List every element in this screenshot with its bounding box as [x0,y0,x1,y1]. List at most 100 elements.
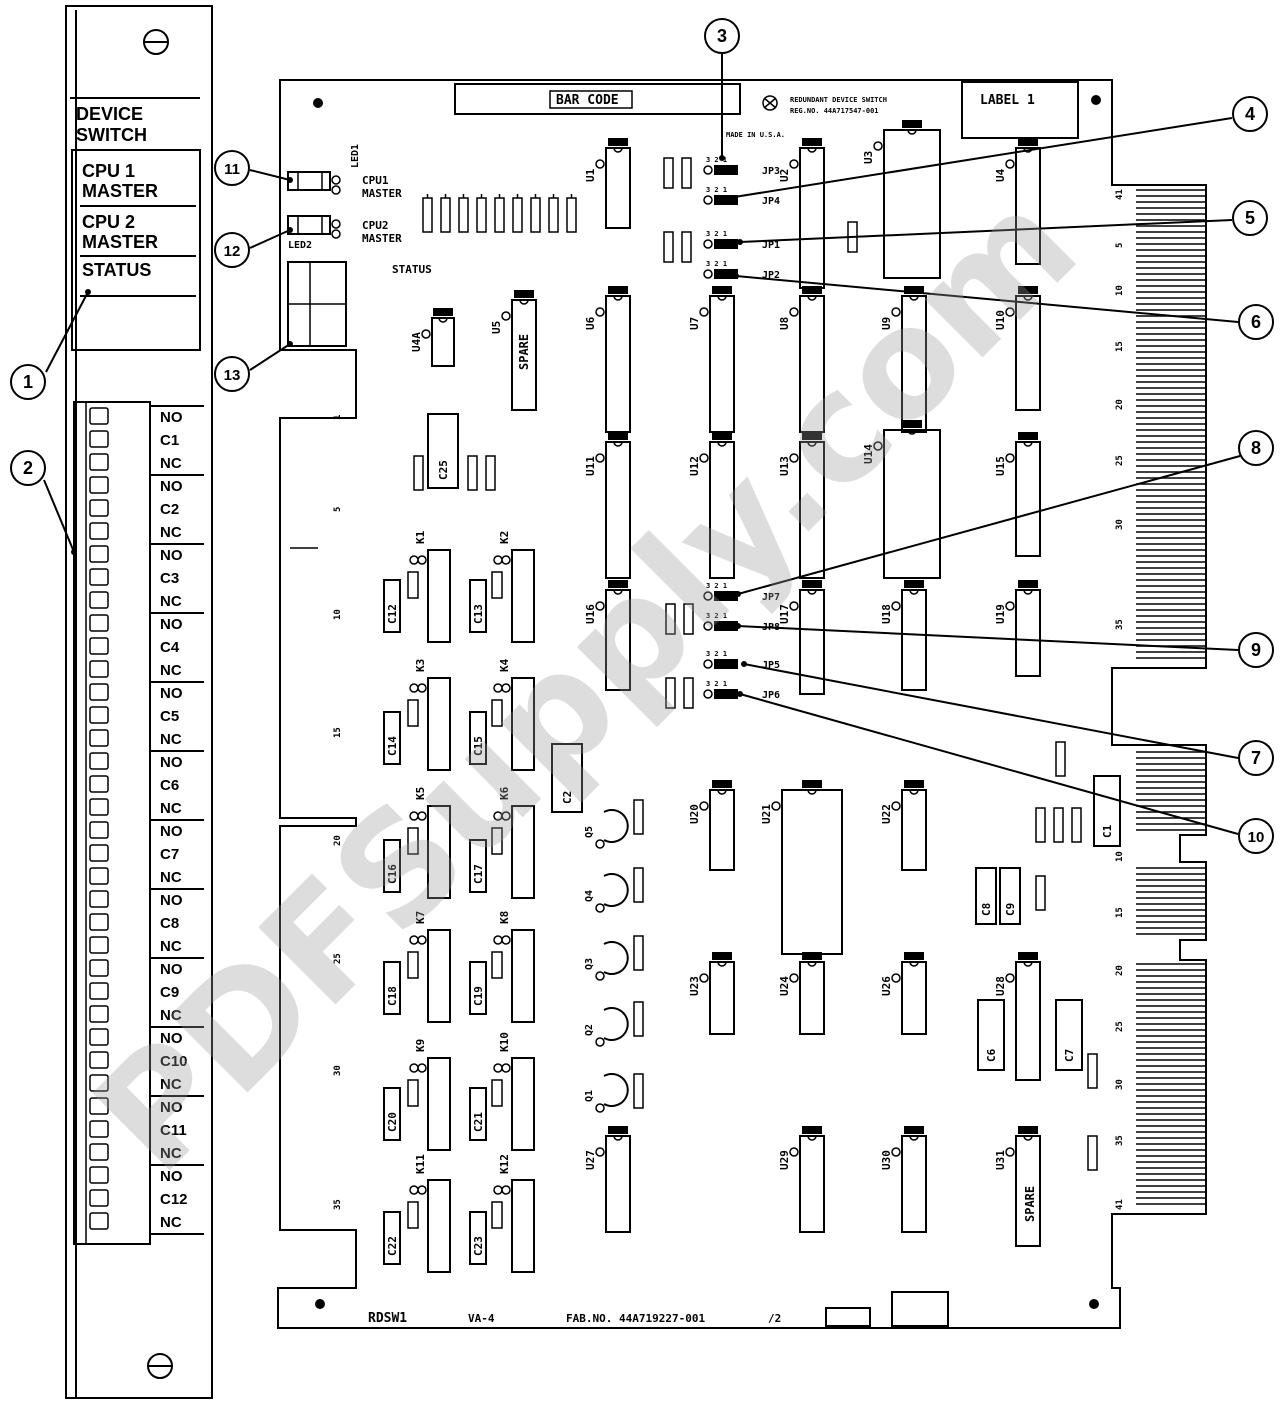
board-fab-no: FAB.NO. 44A719227-001 [566,1312,705,1325]
ic-chip-u27: U27 [584,1126,631,1233]
relay-label: K12 [498,1154,511,1174]
ic-chip-label: U1 [584,168,597,182]
transistor-label: Q1 [584,1090,595,1102]
edge-number: 35 [1115,619,1125,630]
capacitor-c25: C25 [427,413,459,489]
ic-chip-label: U20 [688,804,701,824]
edge-number: 5 [1115,243,1125,248]
ic-chip-u1: U1 [584,138,631,229]
callout-10: 10 [737,691,1274,854]
resistor [633,799,644,835]
ic-chip-u6: U6 [584,286,631,433]
mount-hole-icon [315,1299,325,1309]
terminal-label: NC [160,593,182,610]
callout-12: 12 [214,227,293,268]
jumper-label: JP2 [762,270,780,281]
led1-label: LED1 [350,144,361,168]
edge-number: 25 [1115,455,1125,466]
terminal-label: NO [160,547,183,564]
edge-number: 30 [1115,1079,1125,1090]
capacitor-c9: C9 [999,867,1021,925]
relay-label: K1 [414,530,427,544]
capacitor-label: C18 [386,986,399,1006]
resistor [681,157,692,189]
ic-chip-u15: U15 [994,432,1041,557]
transistor-label: Q5 [584,826,595,838]
terminal-screw [89,890,109,908]
terminal-screw [89,982,109,1000]
cpu1-master-label: MASTER [362,187,402,200]
terminal-label: C5 [160,708,179,725]
resistor [681,231,692,263]
resistor [413,455,424,491]
ic-chip-u11: U11 [584,432,631,579]
terminal-label: NO [160,478,183,495]
resistor [566,197,577,233]
callout-9: 9 [735,623,1274,668]
capacitor-c13: C13 [469,579,487,633]
edge-number: 30 [333,1065,343,1076]
jumper-label: JP7 [762,592,780,603]
capacitor-c7: C7 [1055,999,1083,1071]
transistor-q5: Q5 [584,809,629,849]
terminal-label: NC [160,1145,182,1162]
resistor [633,935,644,971]
terminal-screw [89,1120,109,1138]
label-1: LABEL 1 [980,93,1035,108]
relay-label: K5 [414,787,427,800]
relay-label: K11 [414,1154,427,1174]
ic-chip-u24: U24 [778,952,825,1035]
resistor [663,231,674,263]
ic-chip-label: U30 [880,1150,893,1170]
relay-label: K6 [498,786,511,800]
resistor [476,197,487,233]
ic-chip-u29: U29 [778,1126,825,1233]
relay-k1: K1 [407,530,451,643]
terminal-label: NO [160,961,183,978]
terminal-label: NO [160,823,183,840]
resistor [633,1073,644,1109]
ic-chip-u20: U20 [688,780,735,871]
ic-chip-u7: U7 [688,286,735,433]
edge-number: 20 [1115,399,1125,410]
terminal-screw [89,936,109,954]
capacitor-label: C25 [437,460,450,480]
terminal-label: NC [160,938,182,955]
terminal-screw [89,913,109,931]
terminal-screw [89,1074,109,1092]
terminal-label: C3 [160,570,179,587]
board-sheet: /2 [768,1312,781,1325]
ic-chip-label: U6 [584,316,597,330]
capacitor-c22: C22 [383,1211,401,1265]
ic-chip-label: U23 [688,976,701,996]
panel-heading-switch: SWITCH [76,125,147,145]
ic-chip-label: U17 [778,604,791,624]
terminal-screw [89,476,109,494]
callout-number: 9 [1251,640,1261,660]
jumper-pin-marking: 3 2 1 [706,582,727,590]
terminal-screw [89,1051,109,1069]
callout-13: 13 [214,341,293,392]
terminal-label: NC [160,455,182,472]
terminal-label: C12 [160,1191,188,1208]
edge-number: 25 [1115,1021,1125,1032]
capacitor-c8: C8 [975,867,997,925]
edge-number: 10 [1115,285,1125,296]
ic-chip-label: U18 [880,604,893,624]
resistor [1071,807,1082,843]
callout-8: 8 [735,430,1274,597]
callout-2: 2 [10,450,77,555]
jumper-pin-marking: 3 2 1 [706,156,727,164]
callout-3: 3 [704,18,740,161]
terminal-label: NC [160,524,182,541]
ic-chip-u2: U2 [778,138,825,289]
capacitor-c16: C16 [383,839,401,893]
callout-5: 5 [737,200,1268,245]
terminal-label: C2 [160,501,179,518]
edge-number: 10 [333,609,343,620]
terminal-block [73,401,151,1245]
capacitor-label: C14 [386,736,399,756]
